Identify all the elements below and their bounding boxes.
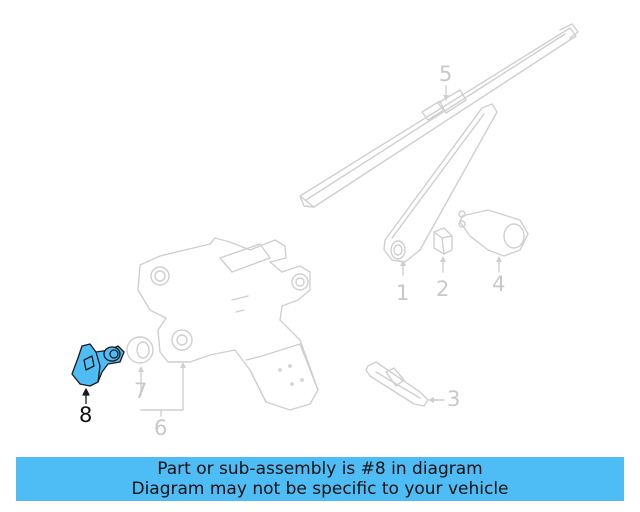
washer-nozzle-icon [365,361,429,407]
parts-diagram: 5 1 2 4 3 7 6 8 [71,23,579,440]
callout-6: 6 [154,416,168,440]
leader-lines [140,85,500,417]
wiper-blade-icon [299,23,579,208]
callout-8[interactable]: 8 [79,403,93,427]
callout-2: 2 [436,277,450,301]
callout-5: 5 [439,62,453,86]
wiper-arm-icon [383,103,498,263]
callout-1: 1 [396,281,410,305]
parts-diagram-svg [71,23,579,417]
callout-4: 4 [492,272,506,296]
banner-line-part: Part or sub-assembly is #8 in diagram [157,459,483,479]
nut-icon [433,227,453,255]
callout-3: 3 [447,387,461,411]
connector-icon-highlighted[interactable] [71,343,125,404]
grommet-icon [126,336,154,364]
arm-cover-icon [458,209,529,257]
info-banner: Part or sub-assembly is #8 in diagram Di… [16,457,624,501]
callout-7: 7 [134,379,148,403]
wiper-motor-icon [137,237,319,411]
banner-line-disclaimer: Diagram may not be specific to your vehi… [131,479,509,499]
